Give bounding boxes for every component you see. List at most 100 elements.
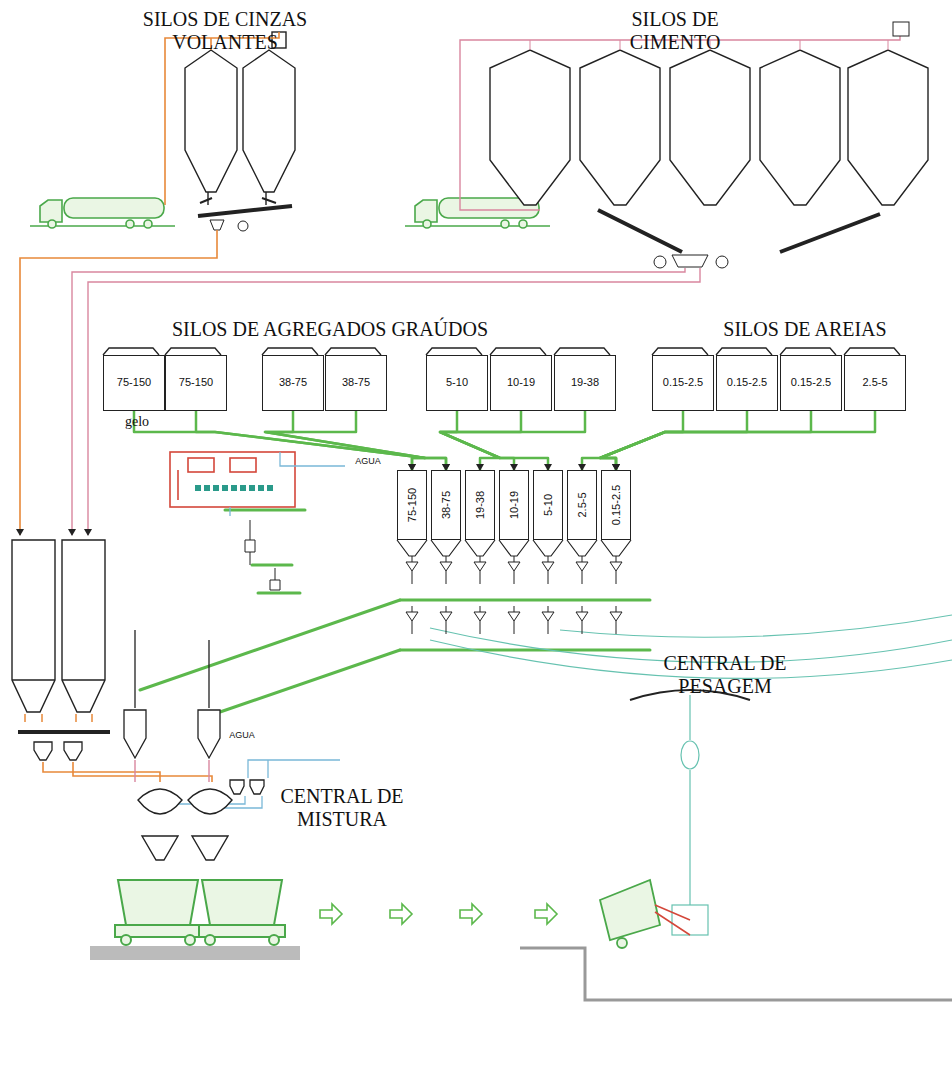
valve [440,562,452,571]
silo-roof [490,348,546,355]
cement-silo [490,50,570,205]
hopper-cone [499,540,529,556]
size-range: 19-38 [474,491,486,519]
plant-stroke [530,40,531,50]
cement-silo [580,50,660,205]
size-range: 5-10 [427,376,487,388]
conveyor-belt [265,411,446,470]
weigh-hopper: 0.15-2.5 [601,470,631,540]
aggregate-silo: 0.15-2.5 [716,355,778,411]
section-label: SILOS DE AREIAS [700,318,910,341]
cement-silo [760,50,840,205]
hopper-cone [533,540,563,556]
weigh-hopper: 19-38 [465,470,495,540]
valve-stem [412,556,413,584]
conveyor-belt [440,411,548,470]
aggregate-silo: 19-38 [554,355,616,411]
size-range: 0.15-2.5 [717,376,777,388]
section-label: AGUA [222,730,262,740]
plant-stroke [620,40,621,50]
size-range: 75-150 [104,376,164,388]
weigh-hopper: 38-75 [431,470,461,540]
silo-roof [554,348,610,355]
aggregate-silo: 10-19 [490,355,552,411]
valve [576,612,588,621]
hopper-cone [601,540,631,556]
size-range: 38-75 [263,376,323,388]
valve [542,562,554,571]
valve [508,612,520,621]
valve-stem [480,556,481,584]
silo-roof [165,348,221,355]
silo-roof [652,348,708,355]
valve-stem [548,556,549,584]
conveyor-belt [600,411,747,470]
plant-stroke [800,40,801,50]
valve-stem [514,556,515,584]
valve [474,612,486,621]
conveyor-belt [265,411,446,470]
size-range: 10-19 [491,376,551,388]
aggregate-silo: 5-10 [426,355,488,411]
silo-roof [325,348,381,355]
silo-roof [844,348,900,355]
conveyor-belt [600,411,811,470]
size-range: 38-75 [440,491,452,519]
size-range: 75-150 [406,488,418,522]
conveyor-belt [582,411,875,470]
aggregate-silo: 38-75 [262,355,324,411]
valve [474,562,486,571]
valve-stem [582,556,583,584]
aggregate-silo: 75-150 [103,355,165,411]
size-range: 0.15-2.5 [653,376,713,388]
valve [406,612,418,621]
size-range: 19-38 [555,376,615,388]
valve [576,562,588,571]
hopper-cone [431,540,461,556]
section-label: CENTRAL DE MISTURA [262,785,422,831]
aggregate-silo: 38-75 [325,355,387,411]
size-range: 10-19 [508,491,520,519]
valve [440,612,452,621]
silo-roof [103,348,159,355]
section-label: CENTRAL DE PESAGEM [640,652,810,698]
silo-roof [780,348,836,355]
valve [610,562,622,571]
size-range: 0.15-2.5 [610,485,622,525]
weigh-hopper: 10-19 [499,470,529,540]
weigh-hopper: 5-10 [533,470,563,540]
silo-roof [716,348,772,355]
size-range: 2.5-5 [845,376,905,388]
plant-stroke [888,40,889,50]
size-range: 0.15-2.5 [781,376,841,388]
cement-silo [670,50,750,205]
aggregate-silo: 75-150 [165,355,227,411]
valve-stem [412,606,413,634]
size-range: 5-10 [542,494,554,516]
hopper-cone [465,540,495,556]
valve [542,612,554,621]
valve-stem [446,606,447,634]
valve-stem [616,606,617,634]
aggregate-silo: 0.15-2.5 [652,355,714,411]
valve [406,562,418,571]
valve [508,562,520,571]
valve-stem [514,606,515,634]
valve [610,612,622,621]
conveyor-belt [134,411,425,470]
valve-stem [548,606,549,634]
size-range: 75-150 [166,376,226,388]
size-range: 2.5-5 [576,492,588,517]
hopper-cone [567,540,597,556]
section-label: AGUA [348,456,388,466]
silo-roof [262,348,318,355]
section-label: SILOS DE AGREGADOS GRAÚDOS [140,318,520,341]
valve-stem [446,556,447,584]
valve-stem [480,606,481,634]
aggregate-silo: 0.15-2.5 [780,355,842,411]
section-label: SILOS DE CINZAS VOLANTES [130,8,320,54]
section-label: SILOS DE CIMENTO [610,8,740,54]
weigh-hopper: 75-150 [397,470,427,540]
valve-stem [582,606,583,634]
conveyor-belt [440,411,585,470]
